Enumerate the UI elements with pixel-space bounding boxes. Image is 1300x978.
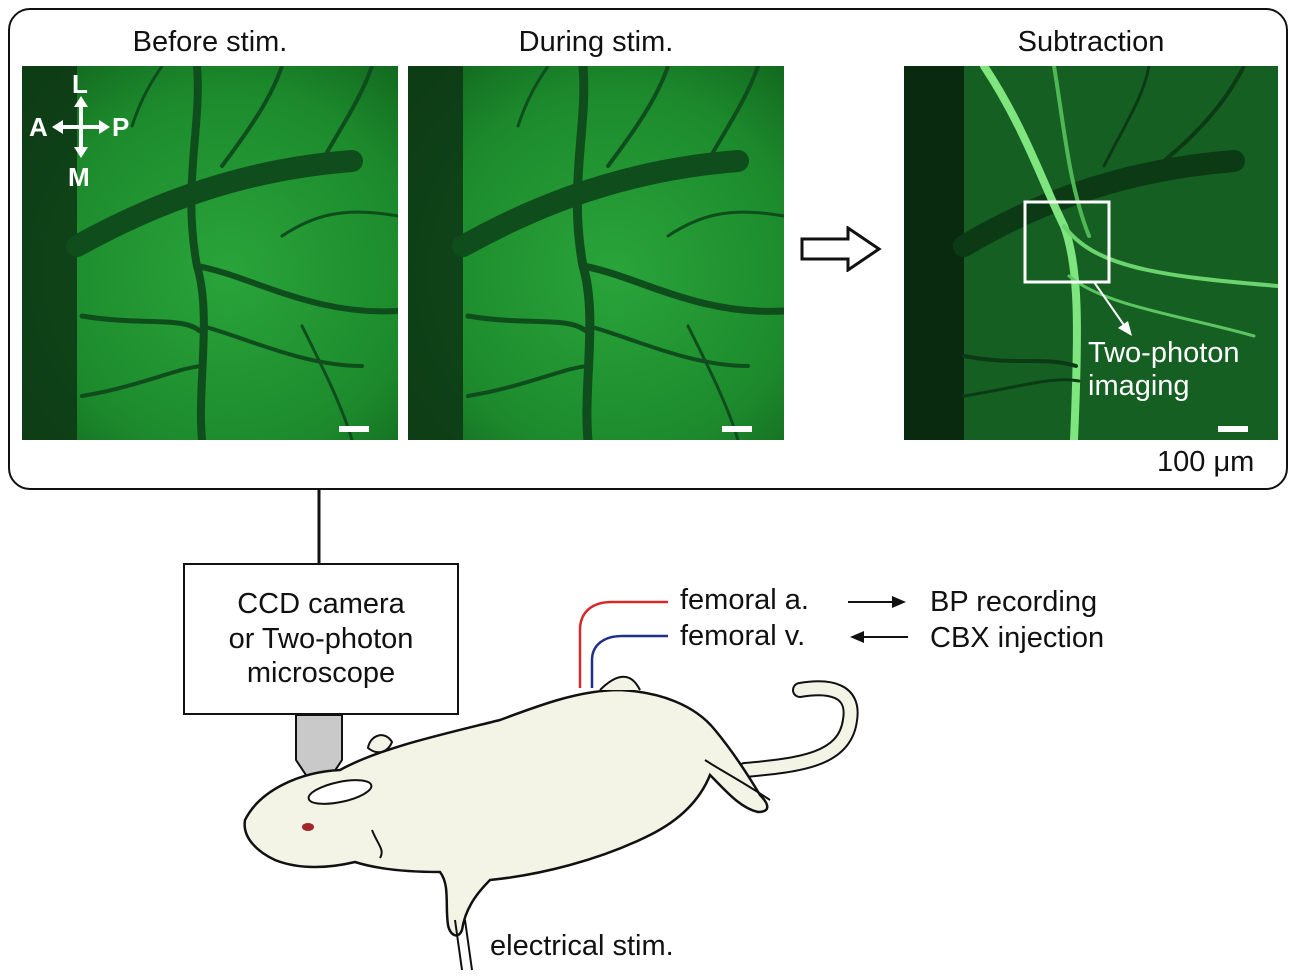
inset-label-line2: imaging: [1088, 370, 1190, 402]
inset-label-line1: Two-photon: [1088, 337, 1240, 369]
scale-bar-before: [339, 426, 369, 432]
orientation-posterior: P: [112, 112, 130, 142]
subtraction-title: Subtraction: [1017, 26, 1165, 58]
before-stim-image: [22, 66, 398, 440]
subtraction-image: [904, 66, 1278, 440]
orientation-arrows-icon: [52, 96, 110, 158]
imaging-device-box: CCD camera or Two-photon microscope: [183, 563, 459, 715]
electrical-stim-label: electrical stim.: [490, 930, 674, 962]
orientation-anterior: A: [29, 112, 48, 142]
scale-label: 100 μm: [1157, 446, 1255, 478]
device-line3: microscope: [246, 657, 396, 690]
before-stim-title: Before stim.: [132, 26, 288, 58]
femoral-artery-label: femoral a.: [680, 584, 809, 616]
scale-bar-during: [722, 426, 752, 432]
scale-bar-subtraction: [1218, 426, 1248, 432]
orientation-lateral: L: [72, 69, 88, 99]
orientation-medial: M: [68, 162, 90, 192]
device-line2: or Two-photon: [228, 622, 414, 655]
bp-recording-label: BP recording: [930, 586, 1098, 618]
femoral-vein-label: femoral v.: [680, 620, 806, 652]
device-line1: CCD camera: [237, 587, 405, 620]
imaging-frame: [8, 8, 1288, 490]
cbx-injection-label: CBX injection: [930, 622, 1105, 654]
during-stim-image: [408, 66, 784, 440]
during-stim-title: During stim.: [518, 26, 674, 58]
right-arrow-icon: [800, 226, 882, 272]
